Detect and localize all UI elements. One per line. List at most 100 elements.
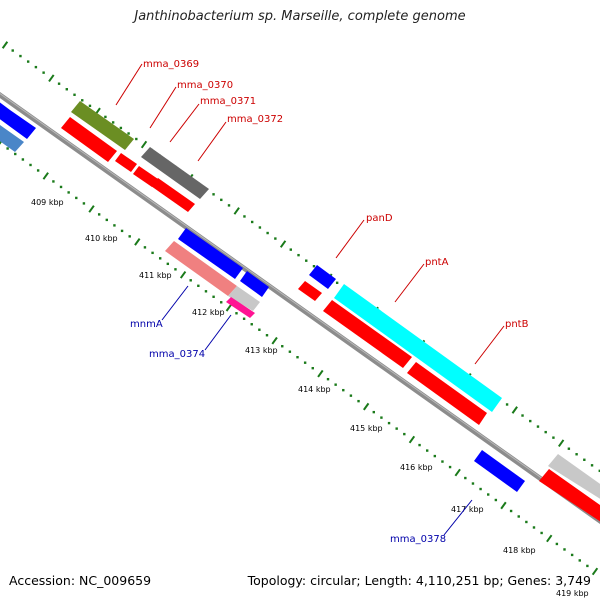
ruler-dotted-track [0, 139, 599, 576]
track-dot [250, 220, 254, 224]
track-tick [1, 41, 9, 49]
leader-mnmA [161, 285, 189, 321]
gene-label-pntB[interactable]: pntB [505, 319, 529, 330]
gene-label-panD[interactable]: panD [366, 213, 393, 224]
gene-label-mma_0371[interactable]: mma_0371 [200, 96, 256, 107]
gene-label-pntA[interactable]: pntA [425, 257, 449, 268]
track-dot [166, 262, 170, 266]
feature-red-edge[interactable] [539, 469, 600, 528]
track-dot [258, 328, 261, 331]
track-dot [297, 253, 300, 257]
track-dot [335, 281, 339, 285]
gene-label-mma_0372[interactable]: mma_0372 [227, 114, 283, 125]
track-dot [212, 295, 215, 298]
track-dot [266, 231, 269, 235]
gene-label-mnmA[interactable]: mnmA [130, 319, 163, 330]
feature-red-2[interactable] [151, 178, 195, 212]
track-dot [395, 427, 398, 430]
track-dot [372, 410, 375, 414]
feature-red-pntA[interactable] [323, 300, 412, 368]
track-dot [212, 193, 215, 196]
track-dot [97, 213, 101, 216]
gene-label-mma_0370[interactable]: mma_0370 [177, 80, 233, 91]
track-dot [75, 196, 78, 200]
feature-mma_0370[interactable] [115, 153, 137, 172]
ruler-label: 414 kbp [298, 385, 331, 394]
track-dot [532, 526, 536, 529]
track-dot [143, 246, 147, 249]
track-tick [225, 303, 233, 312]
track-dot [494, 498, 498, 502]
track-dot [334, 383, 337, 386]
track-dot [403, 432, 406, 436]
feature-mma_0369[interactable] [71, 101, 134, 150]
backbone-line [0, 92, 600, 524]
track-dot [128, 235, 131, 238]
feature-blue-small[interactable] [240, 271, 269, 297]
track-dot [525, 520, 528, 524]
track-dot [517, 515, 520, 518]
feature-mma_0374-a[interactable] [228, 286, 260, 311]
accession-text: Accession: NC_009659 [9, 573, 152, 588]
track-dot [243, 215, 246, 218]
feature-blue-mnmA-upper[interactable] [178, 228, 243, 279]
gene-label-mma_0378[interactable]: mma_0378 [390, 534, 446, 545]
track-dot [26, 60, 30, 63]
feature-mnmA[interactable] [165, 241, 237, 296]
feature-pntA[interactable] [334, 284, 502, 412]
track-dot [380, 416, 383, 419]
track-dot [590, 464, 594, 467]
track-tick [558, 439, 565, 448]
leader-panD [335, 219, 365, 259]
feature-silver-edge[interactable] [548, 454, 600, 505]
track-dot [6, 147, 9, 150]
track-tick [591, 567, 599, 576]
feature-pntB[interactable] [407, 362, 487, 425]
ruler-label: 410 kbp [85, 234, 118, 243]
track-dot [578, 559, 581, 562]
track-dot [521, 414, 524, 417]
track-dot [42, 71, 45, 74]
track-dot [471, 482, 475, 485]
track-dot [296, 356, 299, 359]
track-dot [204, 290, 208, 293]
feature-mma_0371[interactable] [133, 166, 158, 187]
track-tick [511, 406, 518, 414]
track-dot [281, 345, 284, 348]
track-tick [500, 501, 507, 510]
track-dot [34, 65, 38, 69]
track-dot [487, 493, 490, 496]
feature-steelblue-edge[interactable] [0, 118, 24, 152]
genome-summary-text: Topology: circular; Length: 4,110,251 bp… [247, 573, 591, 588]
feature-panD[interactable] [298, 281, 322, 301]
feature-red-1[interactable] [61, 117, 117, 162]
track-dot [448, 465, 452, 469]
track-dot [274, 237, 277, 240]
backbone-highlight [0, 92, 600, 521]
track-dot [82, 202, 86, 205]
gene-label-mma_0369[interactable]: mma_0369 [143, 59, 199, 70]
track-dot [305, 259, 308, 262]
track-tick [363, 402, 370, 411]
leader-mma_0378 [443, 499, 473, 536]
ruler-labels: 409 kbp 410 kbp 411 kbp 412 kbp 413 kbp … [31, 198, 589, 598]
ruler-label: 419 kbp [556, 589, 589, 598]
track-dot [158, 257, 162, 260]
track-tick [454, 468, 461, 477]
track-tick [42, 172, 49, 180]
feature-mma_0374-b[interactable] [226, 297, 255, 318]
track-dot [479, 487, 482, 491]
track-tick [48, 74, 55, 83]
feature-mma_0378[interactable] [474, 450, 525, 492]
feature-panD-blue[interactable] [309, 265, 336, 289]
track-tick [88, 205, 95, 213]
feature-blue-edge[interactable] [0, 95, 36, 139]
track-tick [134, 238, 141, 246]
track-dot [563, 548, 566, 551]
track-dot [540, 531, 543, 535]
track-dot [52, 180, 55, 183]
track-dot [575, 453, 578, 456]
feature-mma_0372[interactable] [141, 147, 209, 199]
track-dot [65, 88, 68, 91]
gene-label-mma_0374[interactable]: mma_0374 [149, 349, 205, 360]
